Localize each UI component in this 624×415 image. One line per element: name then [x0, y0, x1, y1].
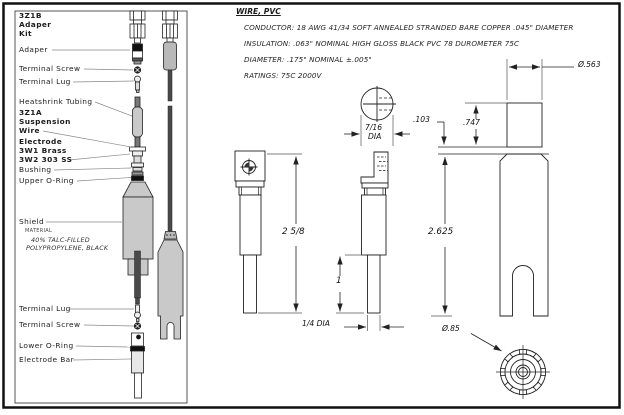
kit-title-line3: Kit — [19, 29, 32, 38]
label-suspension-line2: Suspension — [19, 117, 71, 126]
label-electrode-line1: Electrode — [19, 137, 63, 146]
dim-1: 1 — [335, 276, 343, 286]
wire-spec-title: WIRE, PVC — [236, 7, 281, 16]
label-material-line2: POLYPROPYLENE, BLACK — [26, 244, 109, 252]
label-suspension-line1: 3Z1A — [19, 108, 42, 117]
dim-747: .747 — [462, 118, 481, 127]
label-bushing: Bushing — [19, 165, 52, 174]
wire-spec-diameter: DIAMETER: .175" NOMINAL ±.005" — [244, 55, 372, 64]
label-material-line1: 40% TALC-FILLED — [31, 236, 90, 244]
label-lower-oring: Lower O-Ring — [19, 341, 74, 350]
kit-title-line1: 3Z1B — [19, 11, 42, 20]
label-terminal-screw-bottom: Terminal Screw — [19, 320, 81, 329]
dim-dia-716-label: DIA — [367, 132, 383, 141]
electrode-top-view — [344, 86, 410, 146]
dim-2-5-8: 2 5/8 — [281, 227, 306, 237]
wire-spec-ratings: RATINGS: 75C 2000V — [244, 71, 322, 80]
label-electrode-bar: Electrode Bar — [19, 355, 75, 364]
label-material-caption: MATERIAL — [25, 228, 53, 234]
wire-spec-conductor: CONDUCTOR: 18 AWG 41/34 SOFT ANNEALED ST… — [244, 23, 574, 32]
dim-dia-716: 7/16 — [364, 123, 384, 132]
label-adaper: Adaper — [19, 45, 48, 54]
exploded-view — [122, 10, 154, 399]
label-upper-oring: Upper O-Ring — [19, 176, 74, 185]
label-terminal-screw-top: Terminal Screw — [19, 64, 81, 73]
kit-title-line2: Adaper — [19, 20, 52, 29]
label-shield: Shield — [19, 217, 45, 226]
assembled-view — [157, 10, 184, 340]
label-terminal-lug-top: Terminal Lug — [19, 77, 71, 86]
dim-dia-563: Ø.563 — [577, 60, 602, 69]
label-suspension-line3: Wire — [19, 126, 40, 135]
dim-dia-85: Ø.85 — [441, 324, 461, 333]
dim-dia-1-4: 1/4 DIA — [301, 319, 331, 328]
wire-spec-insulation: INSULATION: .063" NOMINAL HIGH GLOSS BLA… — [244, 39, 520, 48]
label-heatshrink-tubing: Heatshrink Tubing — [19, 97, 93, 106]
label-electrode-line3: 3W2 303 SS — [19, 155, 73, 164]
label-terminal-lug-bottom: Terminal Lug — [19, 304, 71, 313]
label-electrode-line2: 3W1 Brass — [19, 146, 67, 155]
electrode-side-view — [336, 151, 404, 331]
label-leader-lines — [42, 49, 135, 361]
parts-panel-border — [14, 10, 188, 404]
electrode-front-view — [234, 150, 302, 314]
shield-bottom-view — [470, 333, 550, 399]
dim-103: .103 — [412, 115, 431, 124]
dim-2625: 2.625 — [427, 227, 455, 237]
shield-profile-view — [431, 59, 574, 317]
